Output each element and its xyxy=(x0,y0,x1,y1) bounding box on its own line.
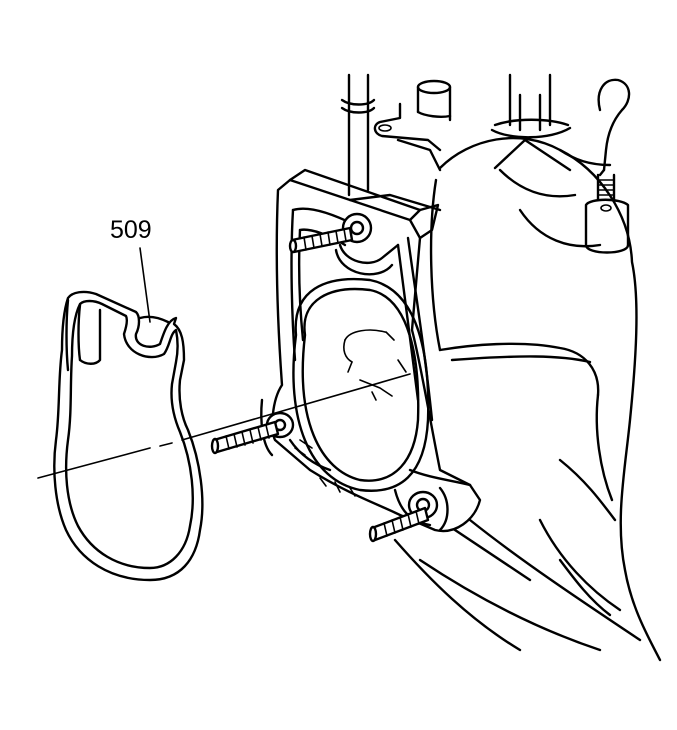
upper-pipes xyxy=(340,73,631,254)
mounting-studs xyxy=(210,226,430,543)
centerline xyxy=(37,373,411,479)
callout-label-509: 509 xyxy=(110,216,152,244)
gasket xyxy=(53,290,204,582)
callout-leader xyxy=(139,247,151,323)
mounting-flange xyxy=(260,168,482,533)
